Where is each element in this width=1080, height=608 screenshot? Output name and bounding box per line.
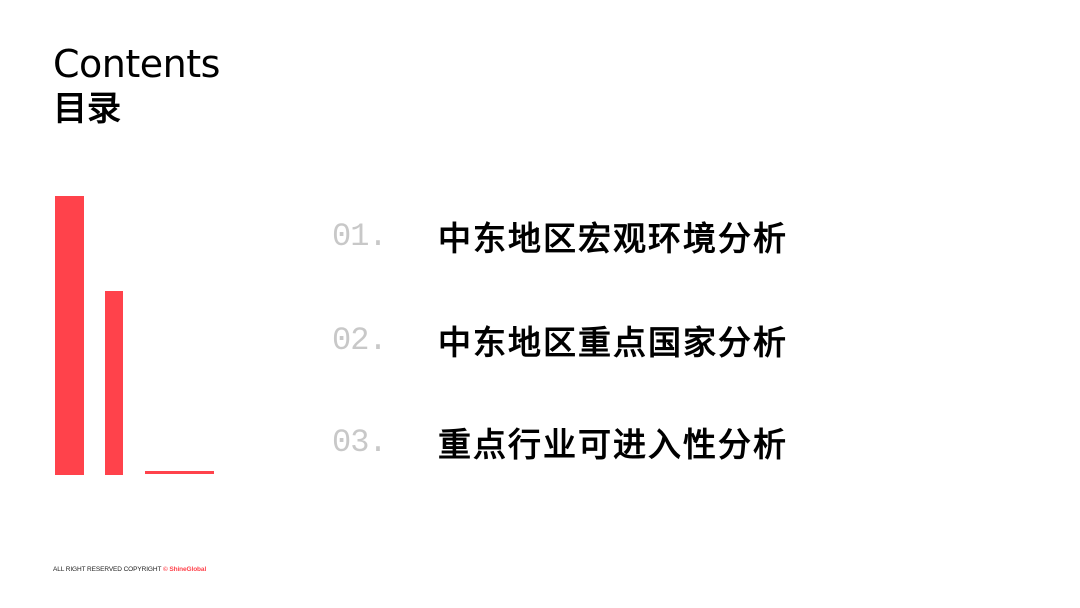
decorative-bar-tall — [55, 196, 84, 475]
footer-copyright: ALL RIGHT RESERVED COPYRIGHT © ShineGlob… — [53, 566, 206, 573]
page-title-english: Contents — [53, 42, 220, 86]
decorative-bar-flat — [145, 471, 214, 474]
toc-number: 01. — [332, 217, 388, 255]
toc-number: 02. — [332, 321, 388, 359]
decorative-bar-medium — [105, 291, 123, 475]
toc-item-2[interactable]: 02. 中东地区重点国家分析 — [332, 315, 788, 365]
toc-label: 中东地区宏观环境分析 — [438, 219, 788, 258]
toc-item-3[interactable]: 03. 重点行业可进入性分析 — [332, 417, 788, 467]
brand-name: © ShineGlobal — [162, 566, 207, 573]
toc-label: 重点行业可进入性分析 — [438, 425, 788, 464]
toc-number: 03. — [332, 423, 388, 461]
toc-item-1[interactable]: 01. 中东地区宏观环境分析 — [332, 211, 788, 261]
page-title-chinese: 目录 — [53, 89, 121, 129]
copyright-text: ALL RIGHT RESERVED COPYRIGHT — [53, 566, 162, 573]
toc-label: 中东地区重点国家分析 — [438, 323, 788, 362]
